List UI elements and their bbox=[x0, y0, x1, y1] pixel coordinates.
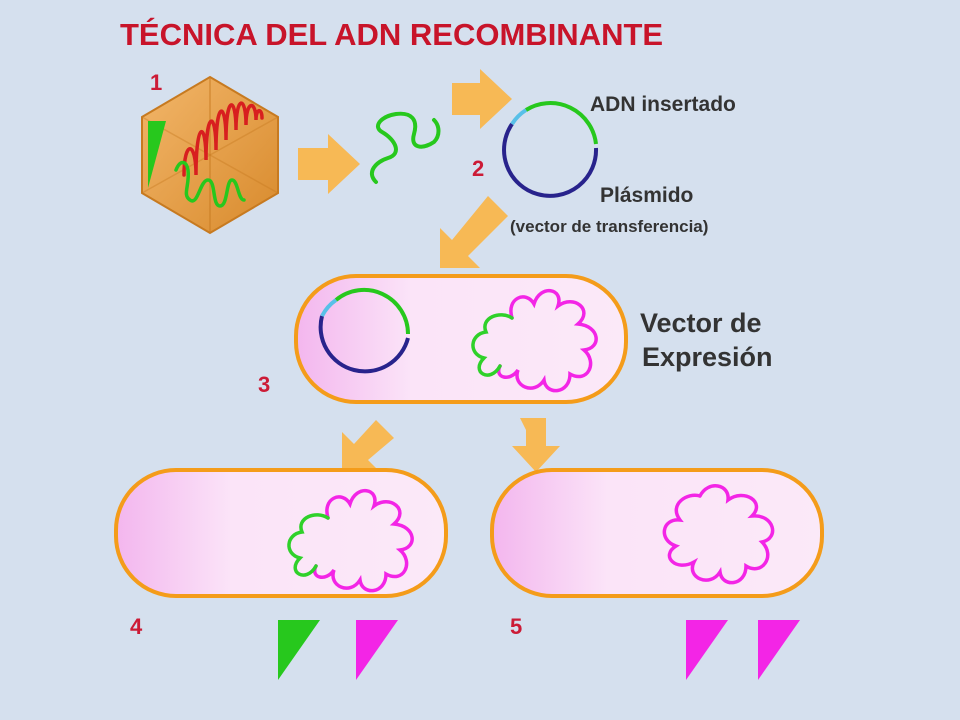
virus-dna-green bbox=[174, 160, 246, 208]
label-expression-vector-2: Expresión bbox=[642, 342, 773, 372]
page-title: TÉCNICA DEL ADN RECOMBINANTE bbox=[120, 17, 663, 52]
plasmid-green-arc bbox=[524, 101, 598, 145]
arrow-to-cell-5 bbox=[512, 418, 560, 472]
plasmid-cyan-arc bbox=[510, 108, 528, 126]
plasmid-transfer-vector bbox=[502, 101, 599, 198]
virus-particle bbox=[141, 75, 279, 235]
cell3-plasmid-navy bbox=[318, 315, 410, 374]
arrow-to-cell-4 bbox=[342, 420, 394, 472]
expression-cell bbox=[294, 274, 628, 404]
step-number-2: 2 bbox=[472, 156, 484, 181]
arrow-virus-to-dna bbox=[298, 134, 360, 194]
arrow-plasmid-to-vector bbox=[440, 196, 508, 268]
marker-magenta-cell4 bbox=[356, 620, 398, 680]
label-inserted-dna: ADN insertado bbox=[590, 93, 736, 116]
marker-green-cell4 bbox=[278, 620, 320, 680]
cell4-chromosome-magenta bbox=[312, 488, 414, 593]
step-number-4: 4 bbox=[130, 614, 143, 639]
arrow-dna-to-plasmid bbox=[452, 69, 512, 129]
cell4-chromosome-green bbox=[287, 513, 330, 577]
cell-4-body bbox=[114, 468, 448, 598]
cell3-chromosome-green bbox=[471, 313, 514, 377]
cell-5 bbox=[490, 468, 824, 598]
virus-green-marker bbox=[148, 121, 166, 188]
product-markers bbox=[278, 620, 800, 680]
label-plasmid: Plásmido bbox=[600, 184, 693, 207]
cell3-chromosome-magenta bbox=[496, 288, 598, 393]
cell3-plasmid-green bbox=[334, 287, 411, 335]
step-number-5: 5 bbox=[510, 614, 522, 639]
marker-magenta-cell5-b bbox=[758, 620, 800, 680]
marker-magenta-cell5-a bbox=[686, 620, 728, 680]
cell-5-body bbox=[490, 468, 824, 598]
cell-4 bbox=[114, 468, 448, 598]
label-plasmid-sub: (vector de transferencia) bbox=[510, 217, 708, 236]
arrows bbox=[298, 69, 560, 472]
label-expression-vector-1: Vector de bbox=[640, 308, 762, 338]
virus-dna-red bbox=[182, 101, 264, 177]
cell3-plasmid-cyan bbox=[320, 298, 338, 318]
plasmid-navy-arc bbox=[502, 122, 599, 198]
dna-fragment-green bbox=[369, 111, 441, 184]
step-number-1: 1 bbox=[150, 70, 162, 95]
cell5-chromosome-magenta bbox=[662, 484, 775, 585]
step-number-3: 3 bbox=[258, 372, 270, 397]
